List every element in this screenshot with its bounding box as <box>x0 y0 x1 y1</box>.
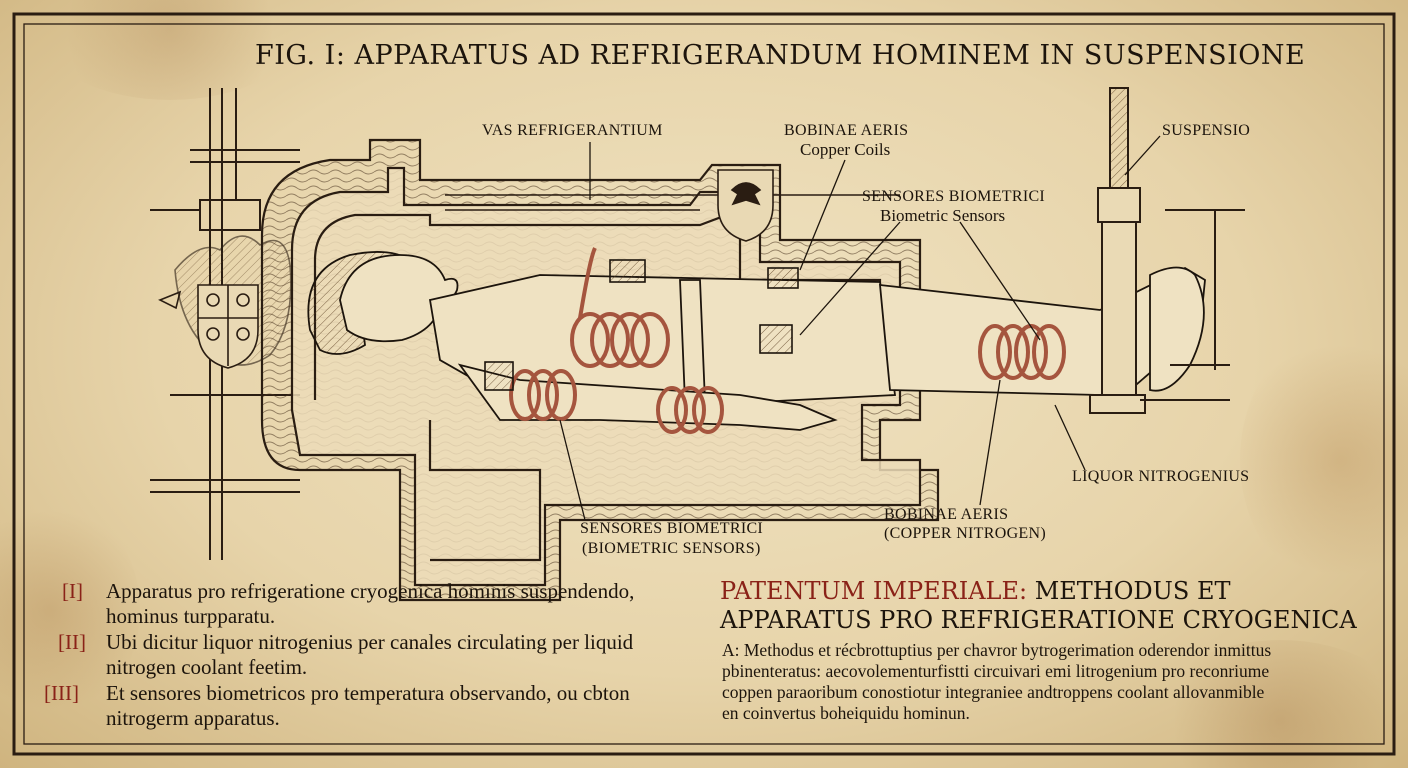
inner-border <box>23 23 1385 745</box>
note-2-line2: nitrogen coolant feetim. <box>106 655 308 679</box>
patent-body-line: en coinvertus boheiquidu hominun. <box>722 703 970 723</box>
label-suspensio: SUSPENSIO <box>1162 122 1251 139</box>
note-3-line1: Et sensores biometricos pro temperatura … <box>106 681 630 705</box>
patent-body-line: pbinenteratus: aecovolementurfistti circ… <box>722 661 1270 681</box>
patent-body: A: Methodus et récbrottuptius per chavro… <box>722 640 1362 724</box>
note-3-line2: nitrogerm apparatus. <box>106 706 280 730</box>
copper-coils <box>509 247 1066 434</box>
figure-head <box>339 254 459 343</box>
patent-body-line: A: Methodus et récbrottuptius per chavro… <box>722 640 1272 660</box>
figure-feet <box>1149 266 1205 392</box>
label-sensores-bottom-sub: (BIOMETRIC SENSORS) <box>582 540 761 557</box>
coil-chest <box>570 247 670 368</box>
suspension-harness <box>1089 87 1245 414</box>
patent-title: PATENTUM IMPERIALE: METHODUS ET APPARATU… <box>720 577 1357 635</box>
label-bobinae-top: BOBINAE AERIS <box>784 122 909 139</box>
note-1-line1: Apparatus pro refrigeratione cryogenica … <box>106 579 635 603</box>
note-2-number: [II] <box>58 630 86 654</box>
label-sensores-bottom: SENSORES BIOMETRICI <box>580 520 764 537</box>
leader-lines <box>559 135 1161 521</box>
biometric-sensors <box>484 259 799 391</box>
patent-body-line: coppen paraoribum conostiotur integranie… <box>722 682 1265 702</box>
label-vas-refrigerantium: VAS REFRIGERANTIUM <box>482 122 663 139</box>
note-3: [III] Et sensores biometricos pro tempera… <box>44 681 630 731</box>
figure-belt <box>679 279 706 403</box>
patent-title-line2: APPARATUS PRO REFRIGERATIONE CRYOGENICA <box>720 606 1357 634</box>
note-2-line1: Ubi dicitur liquor nitrogenius per canal… <box>106 630 634 654</box>
note-1: [I] Apparatus pro refrigeratione cryogeni… <box>62 579 634 629</box>
label-biometric-sensors: Biometric Sensors <box>880 206 1006 225</box>
label-bobinae-bottom: BOBINAE AERIS <box>884 506 1009 523</box>
coil-arm-left <box>509 369 577 421</box>
label-sensores-top: SENSORES BIOMETRICI <box>862 188 1046 205</box>
eagle-shield <box>717 169 774 242</box>
note-1-number: [I] <box>62 579 83 603</box>
label-copper-coils: Copper Coils <box>800 140 891 159</box>
label-liquor-nitrogenius: LIQUOR NITROGENIUS <box>1072 468 1250 485</box>
label-bobinae-bottom-sub: (COPPER NITROGEN) <box>884 525 1046 542</box>
patent-title-red: PATENTUM IMPERIALE: <box>720 577 1028 605</box>
patent-title-rest: METHODUS ET <box>1027 577 1231 605</box>
outer-border <box>12 12 1396 756</box>
note-1-line2: hominus turpparatu. <box>106 604 276 628</box>
note-2: [II] Ubi dicitur liquor nitrogenius per c… <box>58 630 633 680</box>
note-3-number: [III] <box>44 681 79 705</box>
coil-arm-right <box>656 386 724 434</box>
figure-title: FIG. I: APPARATUS AD REFRIGERANDUM HOMIN… <box>255 40 1306 71</box>
